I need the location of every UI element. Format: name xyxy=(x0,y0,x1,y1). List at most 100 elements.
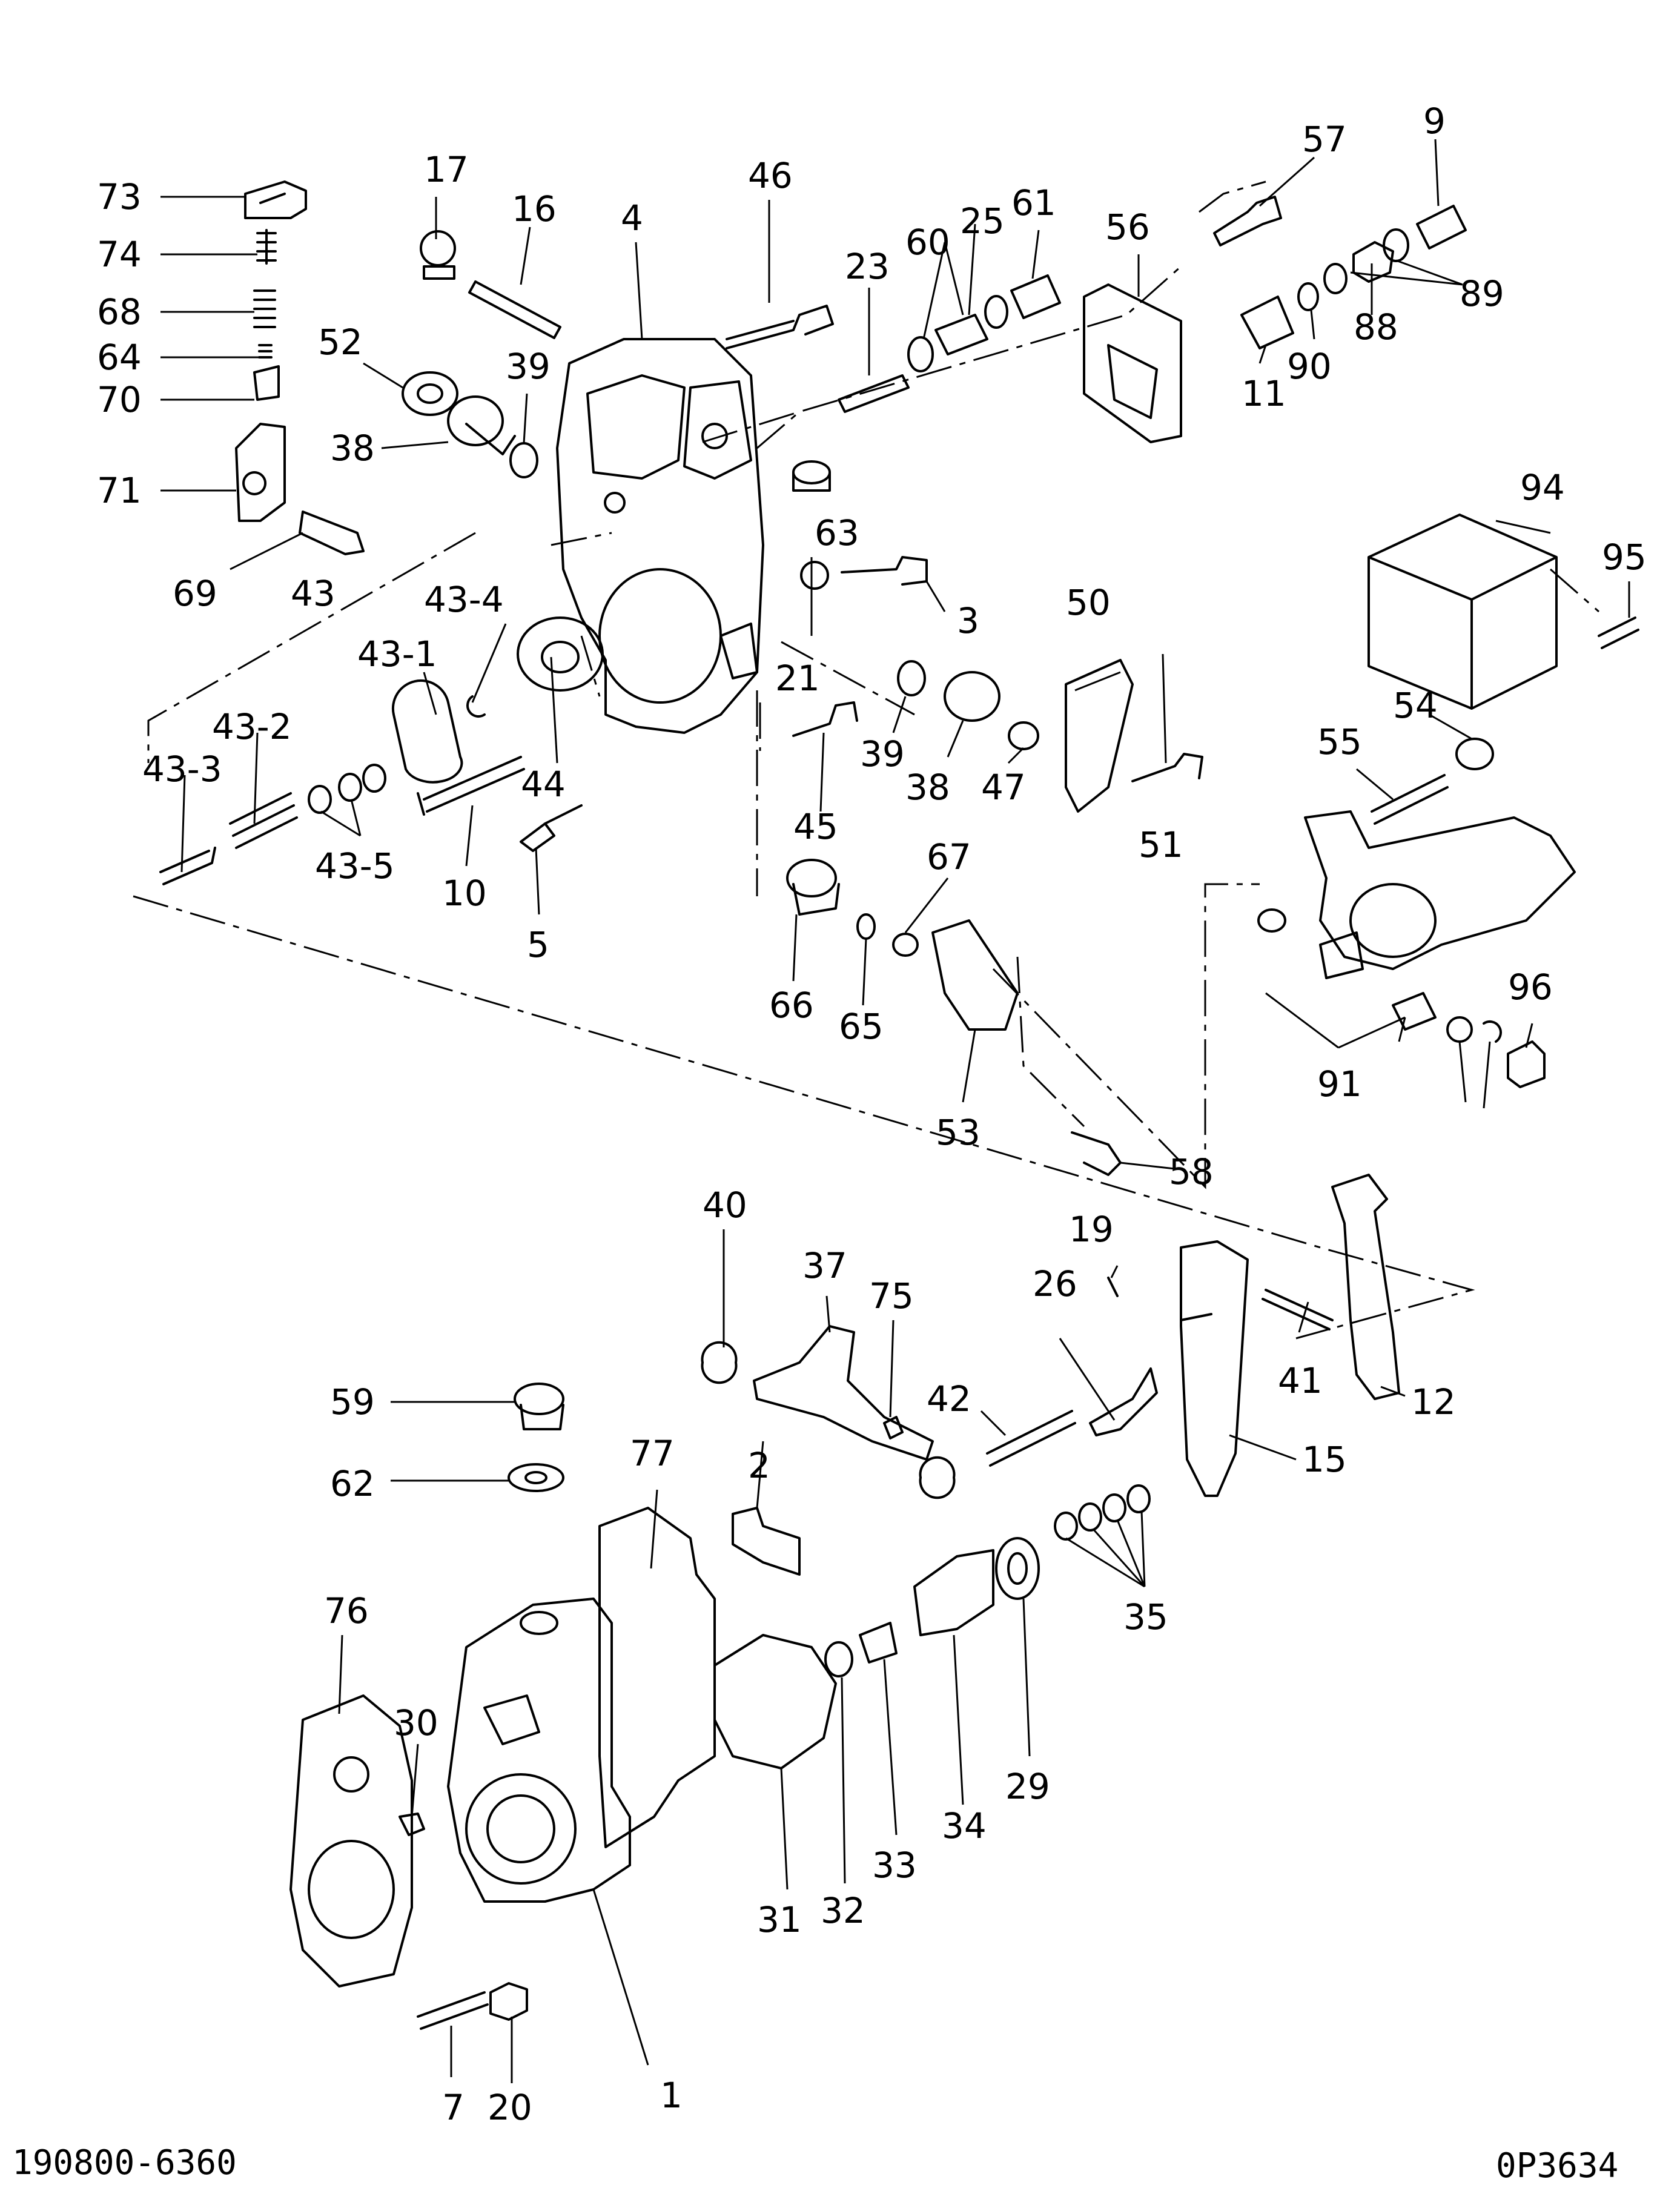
part-94-cover xyxy=(1367,514,1558,710)
part-15-lever xyxy=(1180,1240,1249,1497)
part-32-washer xyxy=(824,1641,853,1677)
callout-5: 5 xyxy=(527,924,549,965)
callout-33: 33 xyxy=(872,1845,917,1886)
callout-19: 19 xyxy=(1069,1209,1114,1250)
callout-59: 59 xyxy=(330,1381,375,1423)
part-91-bush xyxy=(1392,992,1437,1031)
callout-53: 53 xyxy=(936,1112,981,1153)
callout-15: 15 xyxy=(1302,1439,1347,1480)
part-51-bolt xyxy=(1131,753,1203,782)
callout-20: 20 xyxy=(488,2087,532,2128)
callout-39a: 39 xyxy=(506,346,551,387)
callout-1: 1 xyxy=(660,2075,683,2116)
drawing-number: 190800-6360 xyxy=(12,2143,237,2183)
callout-52: 52 xyxy=(318,322,363,363)
part-4-housing xyxy=(556,338,764,734)
part-47-washer xyxy=(1008,721,1039,750)
part-44-seal xyxy=(517,616,604,692)
part-12-lever xyxy=(1331,1174,1400,1400)
part-19-clip xyxy=(1107,1277,1119,1297)
callout-39b: 39 xyxy=(860,733,905,775)
callout-21: 21 xyxy=(775,658,820,699)
callout-41: 41 xyxy=(1278,1360,1323,1401)
part-59-plug xyxy=(514,1383,564,1430)
callout-38a: 38 xyxy=(330,428,375,469)
callout-45: 45 xyxy=(793,806,838,847)
part-71-block xyxy=(235,423,286,522)
part-38-bushing xyxy=(447,395,516,455)
part-53-plate xyxy=(931,919,1019,1031)
callout-68: 68 xyxy=(97,291,142,332)
sheet-code: 0P3634 xyxy=(1496,2146,1618,2186)
callout-12: 12 xyxy=(1411,1381,1456,1423)
callout-43-4: 43-4 xyxy=(424,579,504,620)
callout-66: 66 xyxy=(769,985,814,1026)
part-64-spring xyxy=(258,344,273,359)
part-23-screw xyxy=(838,374,910,413)
leader-lines xyxy=(160,139,1630,2083)
callout-65: 65 xyxy=(839,1006,884,1047)
part-63-washer xyxy=(800,561,829,590)
part-52-bush xyxy=(402,371,458,416)
part-89-washer xyxy=(1383,228,1409,262)
callout-74: 74 xyxy=(97,234,142,275)
callout-9: 9 xyxy=(1423,101,1446,142)
part-91-washer xyxy=(1257,908,1286,933)
part-38-bushing-2 xyxy=(944,671,1000,722)
callout-63: 63 xyxy=(815,512,859,554)
part-41-spring xyxy=(1262,1289,1334,1330)
callout-43-2: 43-2 xyxy=(212,706,292,747)
part-43-3-bolt xyxy=(159,847,216,885)
part-91-solenoid xyxy=(1304,810,1576,970)
part-7-bolt xyxy=(417,1991,489,2030)
part-39-oring-2 xyxy=(897,660,926,696)
part-35-shim-1 xyxy=(1054,1512,1078,1541)
part-62-washer xyxy=(508,1463,564,1492)
part-73-cap xyxy=(244,180,307,219)
part-42-spring xyxy=(986,1410,1076,1467)
part-76-gasket xyxy=(289,1694,413,1988)
callout-90: 90 xyxy=(1287,346,1332,387)
part-35-shim-3 xyxy=(1102,1493,1126,1522)
part-54-nut xyxy=(1455,738,1494,770)
callout-76: 76 xyxy=(324,1590,369,1631)
callout-60: 60 xyxy=(905,222,950,263)
callout-26: 26 xyxy=(1033,1263,1077,1304)
callout-40: 40 xyxy=(703,1185,747,1226)
part-1-governor-housing xyxy=(447,1598,631,1903)
callout-46: 46 xyxy=(748,155,793,196)
part-90-oring xyxy=(1297,282,1319,311)
part-57-bolt xyxy=(1213,196,1282,246)
part-95-bolt xyxy=(1598,616,1639,649)
callout-96: 96 xyxy=(1508,967,1553,1008)
callout-56: 56 xyxy=(1105,207,1150,248)
part-70-plunger xyxy=(253,365,280,401)
part-33-bush xyxy=(859,1622,898,1664)
callout-43: 43 xyxy=(291,573,336,614)
callout-51: 51 xyxy=(1139,824,1183,865)
part-66-plug xyxy=(786,859,840,916)
part-65-oring xyxy=(856,913,876,940)
part-56-cover xyxy=(1083,283,1182,443)
callout-29: 29 xyxy=(1005,1766,1050,1807)
part-43-4-clip xyxy=(466,695,486,718)
callout-44: 44 xyxy=(521,764,566,805)
callout-55: 55 xyxy=(1317,721,1362,762)
part-39-oring xyxy=(509,442,538,478)
part-69-pin xyxy=(299,511,365,555)
part-34-sleeve xyxy=(913,1549,994,1636)
part-67-washer xyxy=(892,933,919,957)
part-43-5-washers xyxy=(308,764,386,814)
part-37-shaft xyxy=(753,1325,934,1461)
callout-95: 95 xyxy=(1602,537,1647,578)
callout-38b: 38 xyxy=(905,767,950,808)
part-35-shim-2 xyxy=(1078,1502,1102,1532)
part-89-washer-2 xyxy=(1323,263,1348,294)
callout-70: 70 xyxy=(97,379,142,420)
part-91-washer-2 xyxy=(1446,1016,1473,1043)
callout-16: 16 xyxy=(512,188,557,230)
part-snapring-2 xyxy=(919,1456,956,1499)
part-75-pin xyxy=(883,1416,904,1439)
callout-31: 31 xyxy=(757,1899,802,1940)
